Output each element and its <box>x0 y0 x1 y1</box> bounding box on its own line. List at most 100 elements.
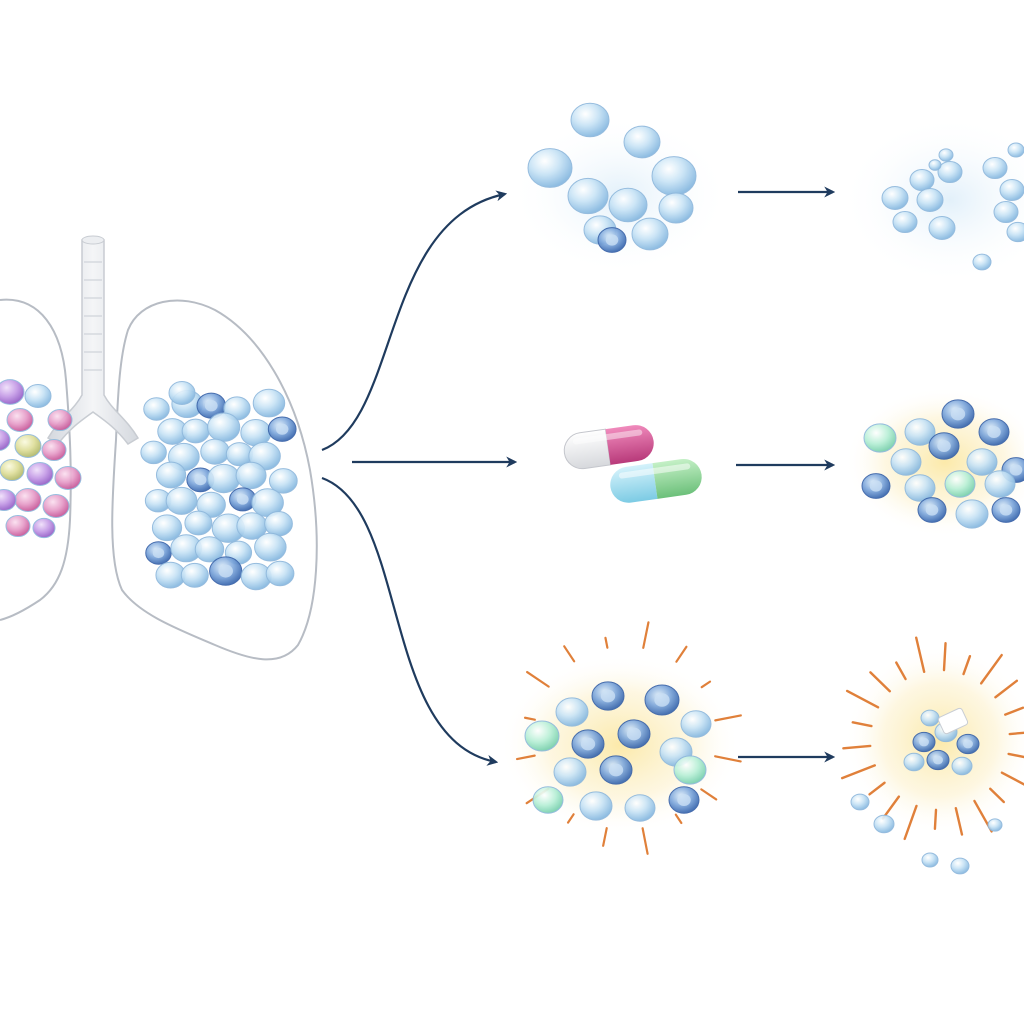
cell-nucleus <box>275 423 289 435</box>
cell <box>165 486 198 515</box>
burst-ray <box>869 671 892 693</box>
cell-nucleus <box>919 737 929 747</box>
cell <box>24 384 52 408</box>
burst-ray <box>933 808 938 831</box>
cell <box>168 381 196 405</box>
cell <box>624 794 656 822</box>
cell <box>265 560 295 587</box>
cell <box>570 102 610 138</box>
burst-ray <box>1008 731 1024 736</box>
cell <box>41 438 67 462</box>
cell <box>863 423 897 453</box>
cell <box>47 408 73 432</box>
burst-ray <box>563 645 576 663</box>
cell-nucleus <box>236 494 249 505</box>
cell <box>873 814 895 834</box>
burst-ray <box>526 670 550 688</box>
bottom-pathway-activated-cells <box>500 621 742 855</box>
cell <box>264 511 293 537</box>
burst-ray <box>842 744 872 750</box>
cell <box>527 148 573 188</box>
cell-nucleus <box>626 727 642 741</box>
cell <box>268 468 298 494</box>
top-pathway-fragmented-cells <box>840 115 1024 285</box>
cell <box>623 125 661 159</box>
cell <box>140 440 167 465</box>
cell-nucleus <box>950 407 966 421</box>
cell <box>904 474 936 502</box>
burst-ray <box>1007 752 1024 759</box>
cell <box>143 397 170 421</box>
pathway-arrows <box>321 186 836 766</box>
cell <box>579 791 613 821</box>
cell <box>903 752 925 772</box>
right-lung-outline <box>111 299 318 661</box>
cell-nucleus <box>963 739 973 749</box>
cell <box>207 463 241 494</box>
burst-ray <box>994 679 1019 699</box>
cell <box>966 448 998 476</box>
cell <box>987 818 1003 832</box>
burst-ray <box>641 827 649 855</box>
cell <box>920 709 940 727</box>
cell-nucleus <box>925 504 939 516</box>
cell-nucleus <box>204 399 218 412</box>
cell <box>26 462 54 486</box>
capsule-pink-white <box>563 425 654 470</box>
cell <box>892 210 918 234</box>
cell <box>196 491 226 518</box>
cell-nucleus <box>608 763 624 777</box>
cell <box>631 217 669 251</box>
cell-nucleus <box>869 480 883 492</box>
cell-nucleus <box>654 693 670 707</box>
cell <box>532 786 564 814</box>
cell-nucleus <box>937 440 951 452</box>
burst-ray <box>604 636 609 649</box>
cell <box>938 148 954 162</box>
cell <box>928 159 942 171</box>
burst-ray <box>942 641 947 672</box>
cell-nucleus <box>999 504 1013 516</box>
cell <box>0 429 11 451</box>
cell-nucleus <box>600 689 616 703</box>
cell <box>680 710 712 738</box>
top-pathway-dispersed-cells <box>510 102 730 275</box>
cell <box>950 857 970 875</box>
cell <box>181 418 210 444</box>
burst-ray <box>700 680 712 689</box>
cell <box>0 458 25 482</box>
cell <box>155 461 187 489</box>
cell <box>194 536 225 563</box>
cell <box>5 514 31 538</box>
cell <box>14 434 42 458</box>
left-lung-tumor-cells <box>0 379 82 539</box>
cell <box>972 253 992 271</box>
cell <box>524 720 560 752</box>
cell <box>673 755 707 785</box>
cell <box>180 562 209 588</box>
cell <box>608 187 648 223</box>
cell <box>921 852 939 868</box>
middle-pathway-treated-cells <box>845 387 1024 537</box>
cell-nucleus <box>605 234 619 246</box>
cell <box>184 510 213 536</box>
cell <box>658 192 694 224</box>
cell <box>916 188 944 212</box>
cell <box>151 514 183 542</box>
cell-nucleus <box>218 564 233 578</box>
cell <box>14 488 42 512</box>
cell <box>890 448 922 476</box>
right-lung-cells <box>140 381 298 591</box>
cell <box>555 697 589 727</box>
burst-ray <box>714 714 742 722</box>
cell <box>999 178 1024 202</box>
burst-ray <box>714 755 742 763</box>
burst-ray <box>515 754 536 761</box>
capsule-cyan-green <box>610 458 702 503</box>
cell-nucleus <box>677 794 691 806</box>
burst-ray <box>1000 771 1024 786</box>
cell <box>54 466 82 490</box>
burst-ray <box>895 661 907 681</box>
cell <box>881 186 909 210</box>
